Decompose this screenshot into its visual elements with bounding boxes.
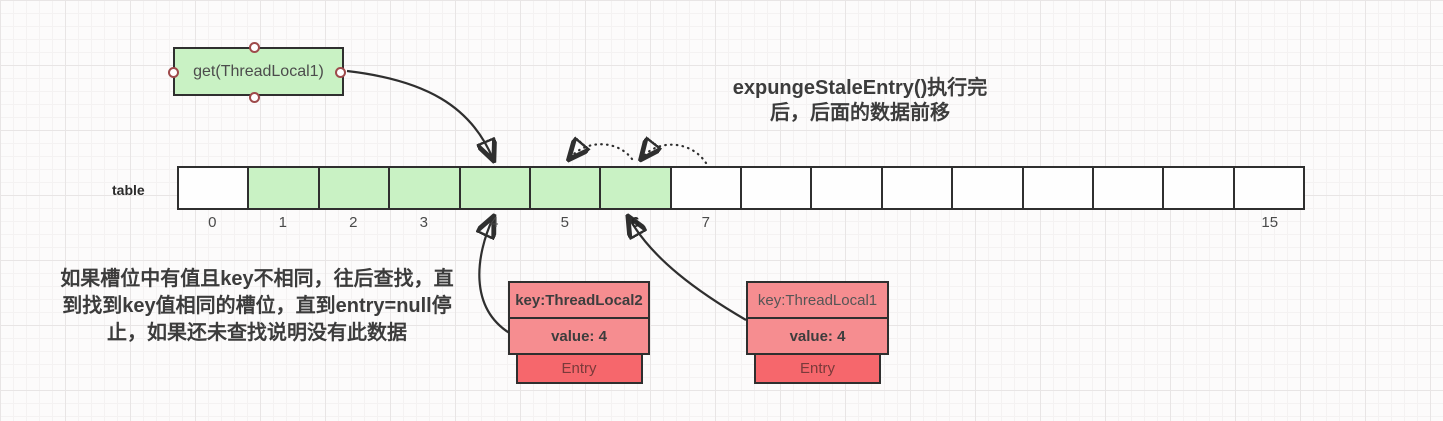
entry1-key-cell[interactable]: key:ThreadLocal1 bbox=[746, 281, 889, 319]
table-slot-5[interactable] bbox=[530, 168, 602, 208]
table-slot-13[interactable] bbox=[1093, 168, 1165, 208]
table-slot-2[interactable] bbox=[319, 168, 391, 208]
table-slot-14[interactable] bbox=[1164, 168, 1235, 208]
arrow-get-to-slot4 bbox=[346, 69, 493, 159]
table-slot-0[interactable] bbox=[179, 168, 250, 208]
get-node-label: get(ThreadLocal1) bbox=[193, 62, 324, 80]
slot-index-14 bbox=[1164, 214, 1235, 234]
note-line-3: 止，如果还未查找说明没有此数据 bbox=[107, 322, 407, 344]
entry2-entry-cell[interactable]: Entry bbox=[515, 353, 643, 384]
slot-index-4: 4 bbox=[490, 214, 499, 231]
table-slot-10[interactable] bbox=[882, 168, 954, 208]
slot-index-12 bbox=[1023, 214, 1094, 234]
connector-handle-right[interactable] bbox=[335, 67, 346, 78]
note-line-2: 到找到key值相同的槽位，直到entry=null停 bbox=[62, 295, 452, 317]
table-slot-4[interactable] bbox=[460, 168, 531, 208]
slot-index-13 bbox=[1094, 214, 1165, 234]
arrow-entry2-to-slot4 bbox=[479, 218, 512, 335]
title-line-2: 后，后面的数据前移 bbox=[770, 102, 950, 124]
slot-index-6: 6 bbox=[631, 214, 640, 231]
slot-index-5: 5 bbox=[560, 214, 569, 231]
slot-index-7: 7 bbox=[701, 214, 710, 231]
table-slot-3[interactable] bbox=[390, 168, 461, 208]
table-numbers: 0 1 2 3 4 5 6 7 15 bbox=[177, 214, 1305, 234]
table-cells bbox=[177, 166, 1305, 210]
slot-index-10 bbox=[882, 214, 953, 234]
lookup-note: 如果槽位中有值且key不相同，往后查找，直 到找到key值相同的槽位，直到ent… bbox=[36, 266, 478, 347]
connector-handle-bottom[interactable] bbox=[249, 92, 260, 103]
slot-index-9 bbox=[812, 214, 883, 234]
table-slot-12[interactable] bbox=[1023, 168, 1094, 208]
note-line-1: 如果槽位中有值且key不相同，往后查找，直 bbox=[60, 268, 454, 290]
get-threadlocal1-node[interactable]: get(ThreadLocal1) bbox=[168, 42, 346, 103]
slot-index-15: 15 bbox=[1261, 214, 1279, 231]
arrow-move-slot6-to-slot5 bbox=[570, 144, 634, 159]
slot-index-8 bbox=[741, 214, 812, 234]
entry-node-threadlocal2[interactable]: key:ThreadLocal2 value: 4 Entry bbox=[508, 281, 650, 384]
entry1-value-cell[interactable]: value: 4 bbox=[746, 317, 889, 355]
connector-handle-left[interactable] bbox=[168, 67, 179, 78]
entry2-key-cell[interactable]: key:ThreadLocal2 bbox=[508, 281, 650, 319]
slot-index-11 bbox=[953, 214, 1024, 234]
arrow-move-slot7-to-slot6 bbox=[642, 145, 708, 163]
slot-index-2: 2 bbox=[349, 214, 358, 231]
entry-node-threadlocal1[interactable]: key:ThreadLocal1 value: 4 Entry bbox=[746, 281, 889, 384]
slot-index-3: 3 bbox=[419, 214, 428, 231]
table-slot-1[interactable] bbox=[249, 168, 320, 208]
connector-handle-top[interactable] bbox=[249, 42, 260, 53]
title-line-1: expungeStaleEntry()执行完 bbox=[732, 77, 988, 99]
slot-index-0: 0 bbox=[208, 214, 217, 231]
table-label: table bbox=[112, 182, 145, 198]
entry2-value-cell[interactable]: value: 4 bbox=[508, 317, 650, 355]
slot-index-1: 1 bbox=[278, 214, 287, 231]
table-slot-15[interactable] bbox=[1234, 168, 1303, 208]
diagram-title: expungeStaleEntry()执行完 后，后面的数据前移 bbox=[660, 76, 1060, 126]
entry1-entry-cell[interactable]: Entry bbox=[754, 353, 881, 384]
table-slot-6[interactable] bbox=[601, 168, 672, 208]
table-slot-7[interactable] bbox=[671, 168, 742, 208]
table-slot-8[interactable] bbox=[742, 168, 813, 208]
table-slot-9[interactable] bbox=[812, 168, 883, 208]
table-slot-11[interactable] bbox=[953, 168, 1024, 208]
